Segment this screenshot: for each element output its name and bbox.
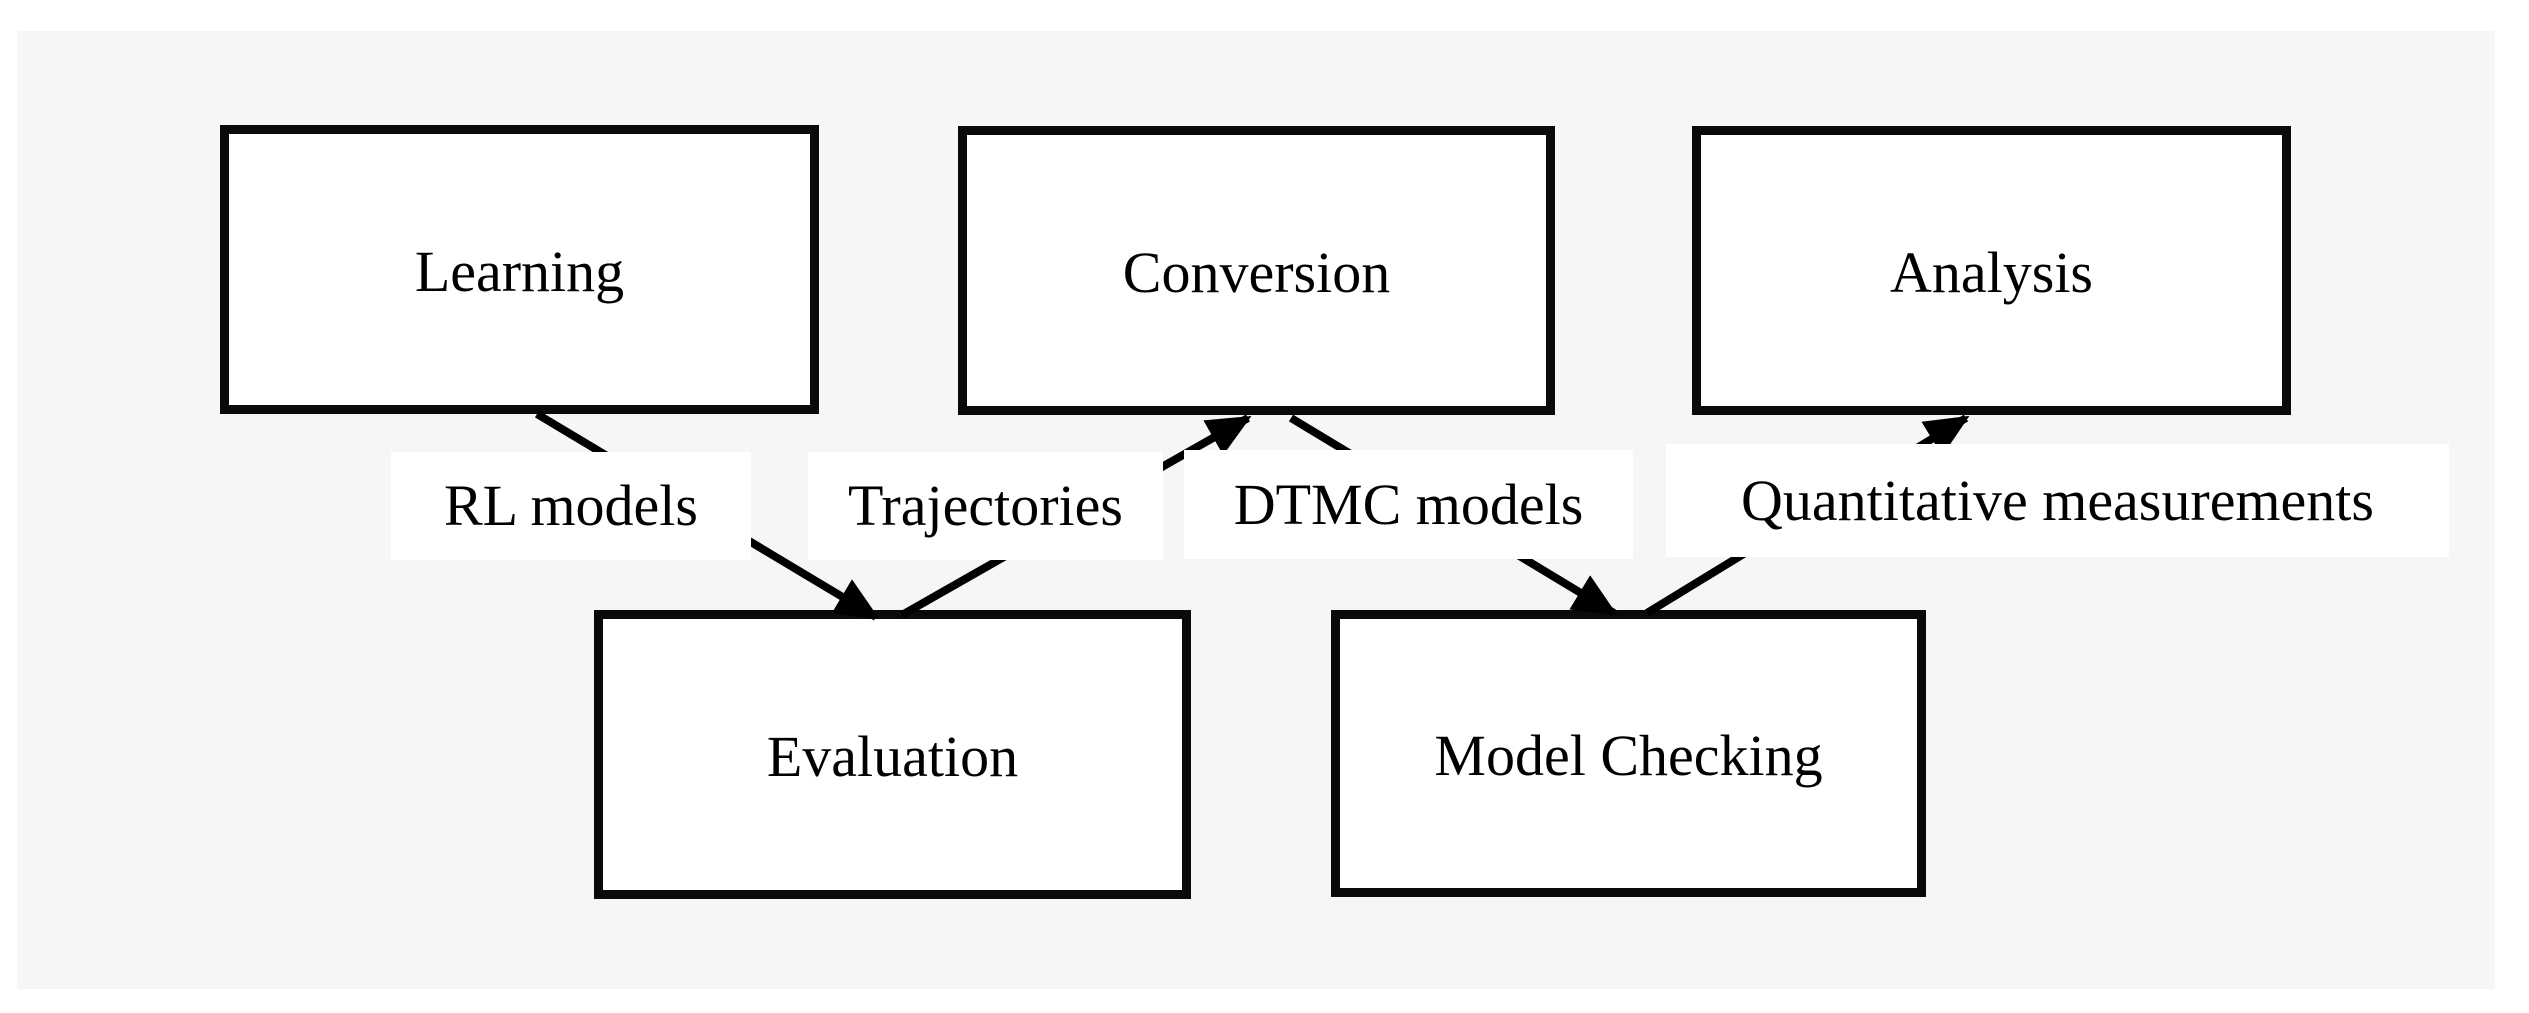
- node-model-checking: Model Checking: [1331, 610, 1926, 897]
- node-conversion: Conversion: [958, 126, 1555, 415]
- edge-label-dtmc-models-text: DTMC models: [1233, 471, 1584, 537]
- node-evaluation-label: Evaluation: [766, 723, 1019, 789]
- node-evaluation: Evaluation: [594, 610, 1191, 899]
- node-conversion-label: Conversion: [1122, 239, 1391, 305]
- edge-label-trajectories-text: Trajectories: [848, 473, 1123, 538]
- edge-label-rl-models-text: RL models: [443, 473, 698, 538]
- node-analysis-label: Analysis: [1890, 239, 2093, 305]
- node-analysis: Analysis: [1692, 126, 2291, 415]
- edge-label-rl-models: RL models: [391, 452, 751, 560]
- node-model-checking-label: Model Checking: [1434, 722, 1823, 788]
- edge-label-quantitative-measurements: Quantitative measurements: [1666, 444, 2449, 557]
- edge-label-trajectories: Trajectories: [808, 452, 1163, 560]
- node-learning-label: Learning: [414, 238, 625, 304]
- node-learning: Learning: [220, 125, 819, 414]
- edge-label-dtmc-models: DTMC models: [1184, 450, 1633, 559]
- edge-label-quantitative-measurements-text: Quantitative measurements: [1741, 467, 2374, 533]
